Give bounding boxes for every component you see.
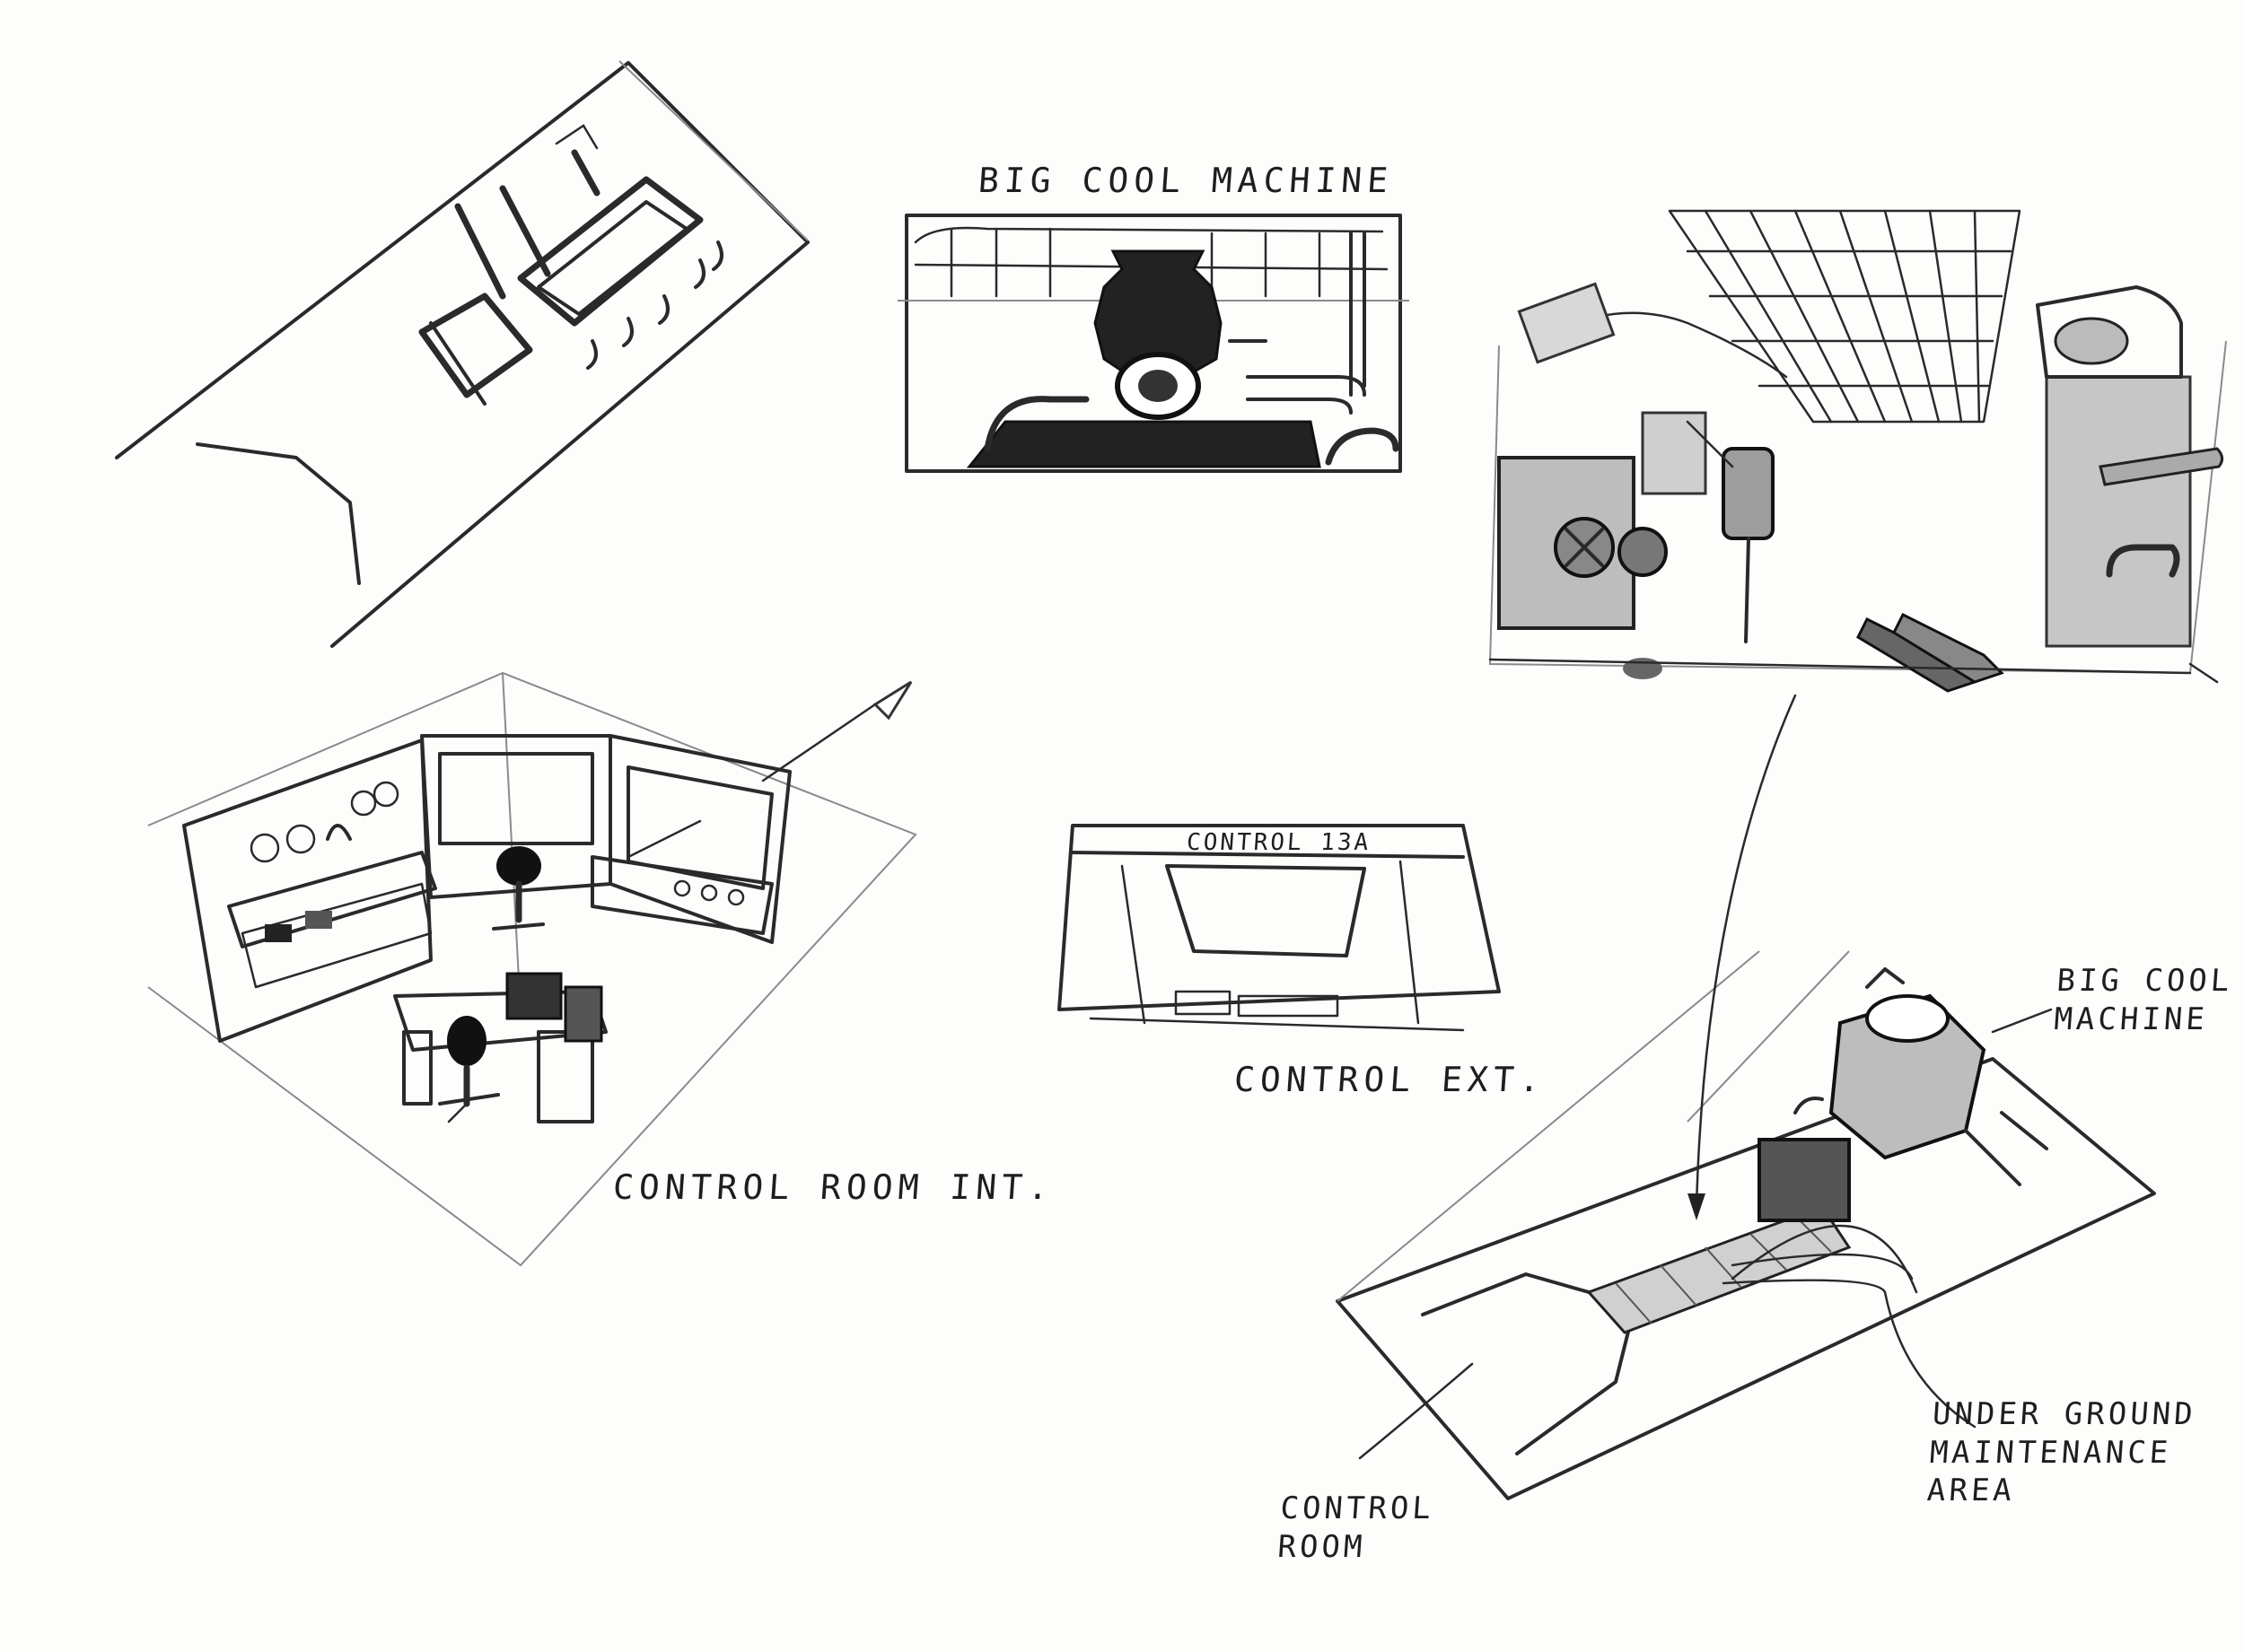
- machine-room-perspective: [1488, 209, 2227, 693]
- big-cool-machine-title: BIG COOL MACHINE: [977, 161, 1395, 200]
- big-cool-machine-callout: BIG COOL MACHINE: [2053, 963, 2234, 1037]
- underground-maintenance-area-label: UNDER GROUND MAINTENANCE AREA: [1925, 1396, 2198, 1508]
- overhead-layout-sketch: [115, 60, 810, 648]
- control-exterior-sketch: [1057, 824, 1501, 1032]
- control-ext-label: CONTROL EXT.: [1232, 1060, 1547, 1099]
- control-room-int-label: CONTROL ROOM INT.: [611, 1167, 1056, 1207]
- control-room-interior-sketch: [147, 671, 917, 1267]
- underground-layout-sketch: [1336, 694, 2156, 1500]
- control-room-label: CONTROL ROOM: [1276, 1490, 1436, 1565]
- control-sign-label: CONTROL 13A: [1185, 829, 1372, 856]
- big-cool-machine-panel: [898, 214, 1409, 473]
